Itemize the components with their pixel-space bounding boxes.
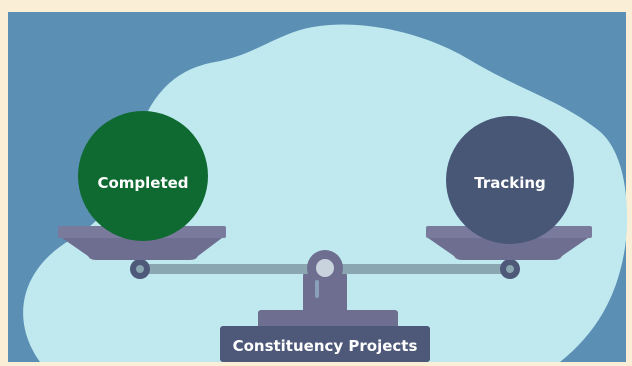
completed-ball [78, 111, 208, 241]
pivot-shine [315, 280, 319, 298]
left-beam-joint-dot [136, 265, 144, 273]
tracking-ball [446, 116, 574, 244]
scale-base-top [258, 310, 398, 330]
right-beam-joint-dot [506, 265, 514, 273]
tracking-label: Tracking [474, 174, 546, 192]
pivot-knob-inner [316, 259, 334, 277]
completed-label: Completed [97, 174, 189, 192]
constituency-projects-label: Constituency Projects [232, 337, 418, 355]
scale-base-plate [220, 326, 430, 362]
background-blob [23, 24, 628, 362]
